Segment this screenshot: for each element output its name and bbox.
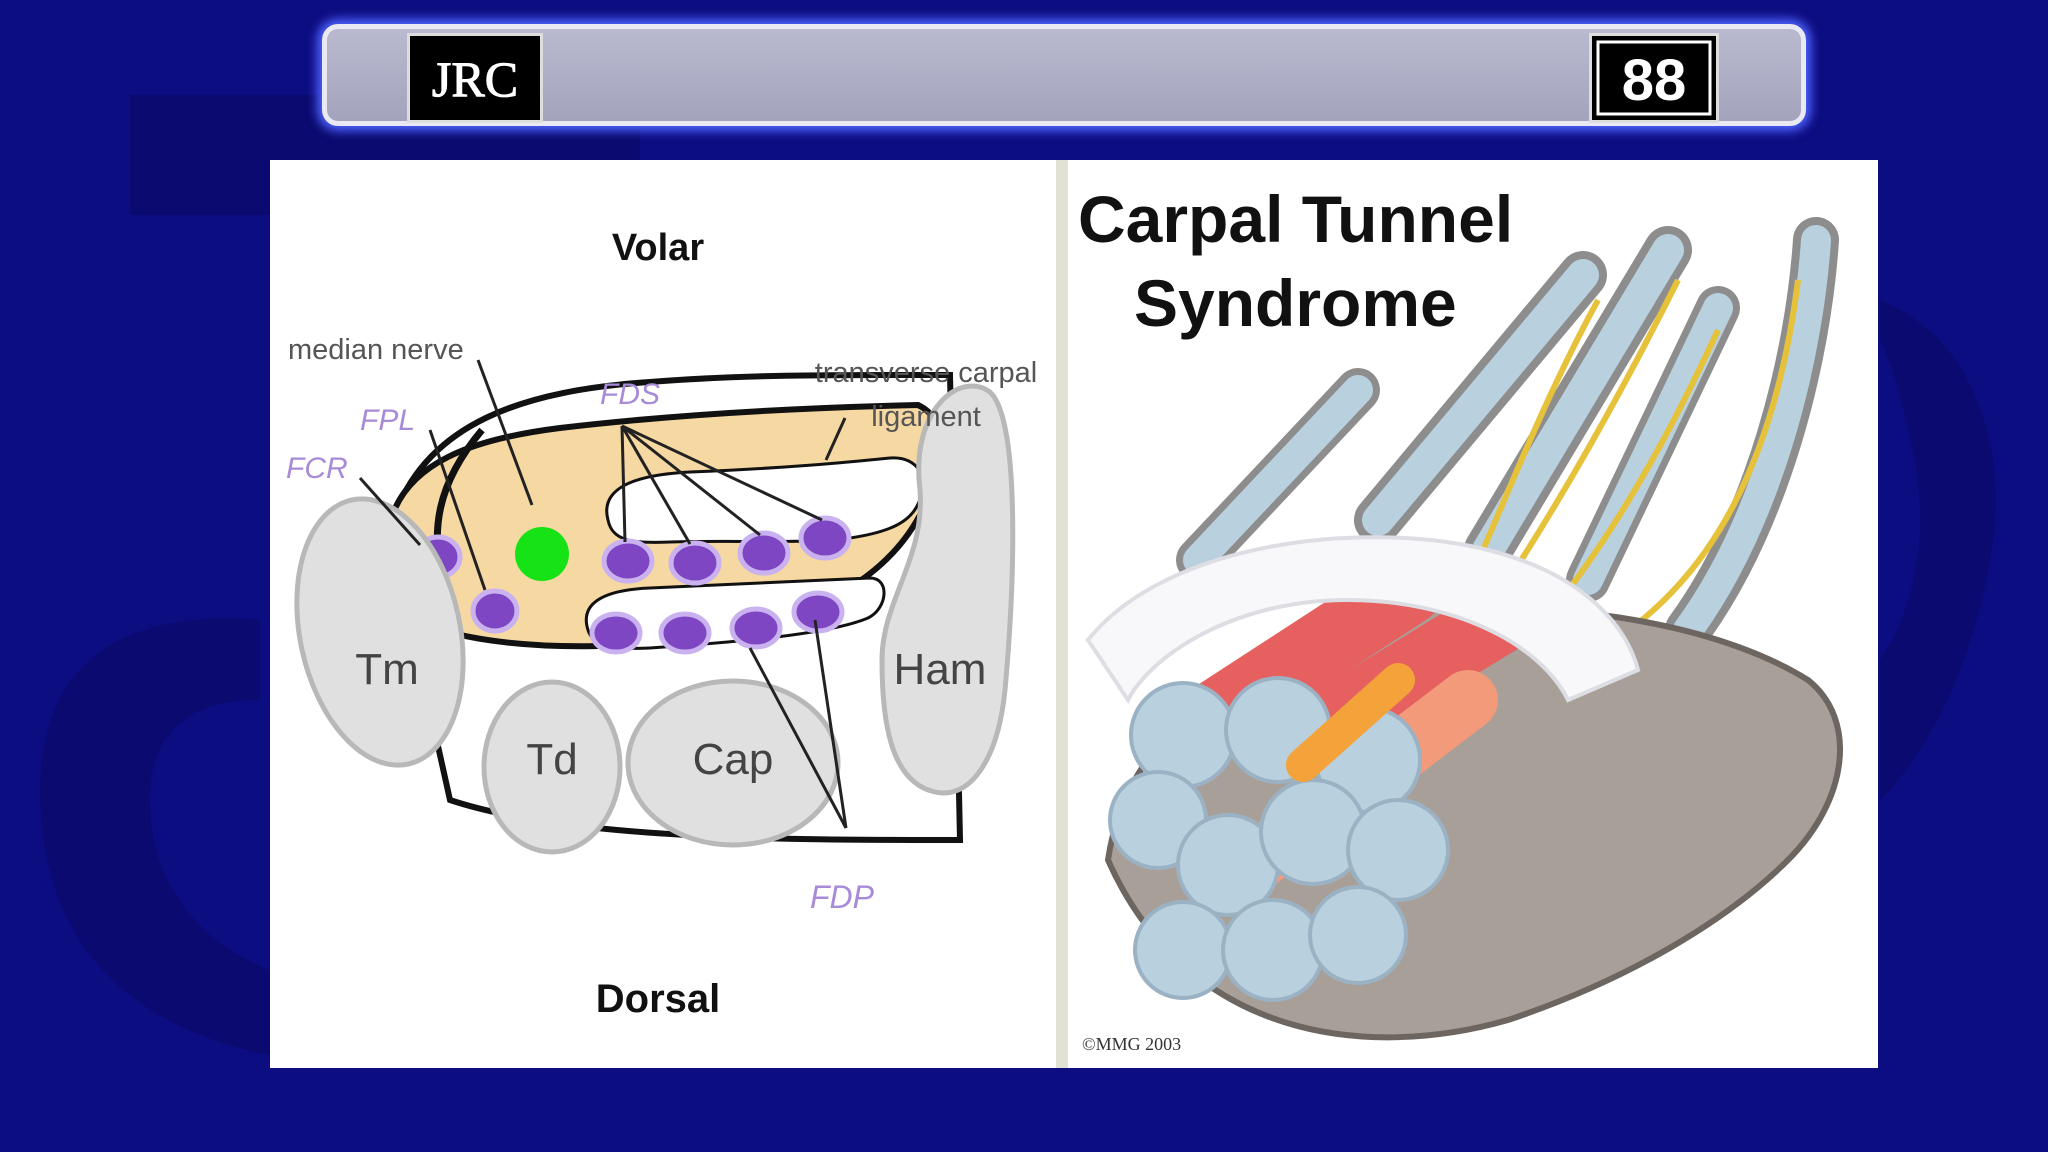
volar-label: Volar [612, 227, 704, 269]
illustration-title-line1: Carpal Tunnel [1078, 182, 1513, 256]
jrc-logo: JRC [407, 33, 543, 123]
median-nerve-label: median nerve [288, 334, 464, 366]
header-bar: JRC 88 [322, 24, 1806, 126]
fcr-label: FCR [286, 452, 348, 485]
jrc-logo-text: JRC [432, 51, 518, 107]
ligament-label: ligament [871, 401, 981, 433]
fds-tendon-1 [601, 538, 655, 584]
leader-lines [358, 359, 848, 829]
fdp-tendon-3 [729, 606, 783, 650]
transverse-carpal-label: transverse carpal [815, 357, 1037, 389]
cap-bone [625, 678, 841, 848]
dorsal-label: Dorsal [596, 977, 721, 1021]
ham-label: Ham [894, 645, 987, 694]
fds-tendon-3 [737, 530, 791, 576]
emblem-logo-text: 88 [1622, 48, 1687, 113]
fdp-tendon-2 [658, 611, 712, 655]
fdp-label: FDP [810, 879, 875, 915]
emblem-logo: 88 [1589, 33, 1719, 123]
cap-label: Cap [693, 735, 774, 784]
td-label: Td [526, 735, 577, 784]
median-nerve-3d [1286, 663, 1415, 782]
panel-divider [1056, 160, 1068, 1068]
fpl-label: FPL [360, 404, 415, 437]
tm-label: Tm [355, 645, 419, 694]
fdp-tendon-1 [589, 611, 643, 655]
carpal-cross-section: Volar Dorsal [286, 227, 1037, 1021]
tm-bone [294, 496, 466, 768]
fpl-tendon [470, 588, 520, 634]
fds-label: FDS [600, 378, 660, 411]
fdp-tendon-4 [791, 590, 845, 634]
fds-tendon-2 [668, 540, 722, 586]
carpal-bones [294, 383, 1016, 855]
td-bone [481, 679, 623, 855]
illustration-title-line2: Syndrome [1134, 266, 1457, 340]
fds-tendon-4 [798, 515, 852, 561]
transverse-ligament [1085, 535, 1641, 704]
content-panel: Volar Dorsal [270, 160, 1878, 1068]
ham-bone [879, 383, 1016, 796]
median-nerve [515, 527, 569, 581]
carpal-tunnel-illustration: Carpal Tunnel Syndrome ©MMG 2003 [1078, 182, 1844, 1054]
copyright-text: ©MMG 2003 [1082, 1034, 1181, 1054]
